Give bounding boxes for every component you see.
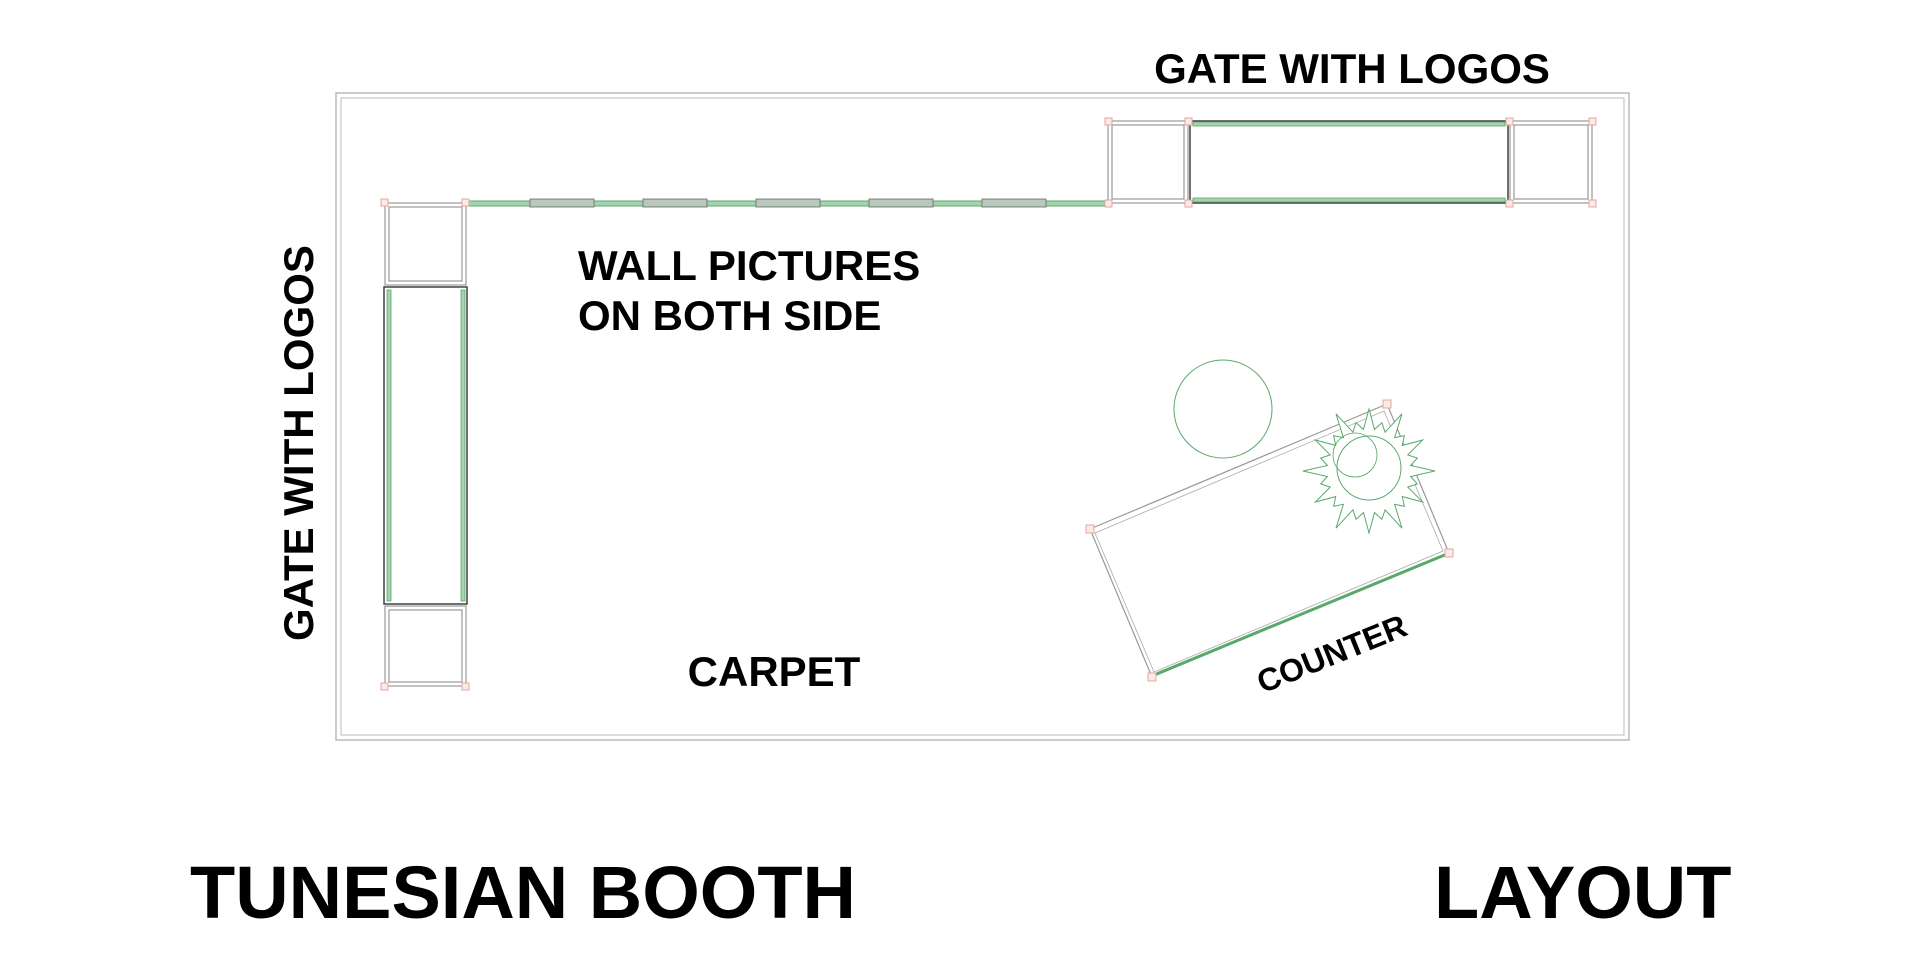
page-title: TUNESIAN BOOTH bbox=[190, 851, 856, 934]
left-gate bbox=[380, 198, 470, 691]
wall-picture-frame bbox=[981, 198, 1047, 208]
wall-pictures-label-line1: WALL PICTURES bbox=[578, 242, 920, 289]
plant-icon bbox=[1302, 407, 1436, 535]
wall-pictures bbox=[529, 198, 1047, 208]
wall-picture-frame bbox=[755, 198, 821, 208]
wall-pictures-label-line2: ON BOTH SIDE bbox=[578, 292, 881, 339]
gate-top-label: GATE WITH LOGOS bbox=[1154, 45, 1550, 92]
page-subtitle: LAYOUT bbox=[1434, 851, 1731, 934]
wall-picture-frame bbox=[529, 198, 595, 208]
wall-picture-frame bbox=[642, 198, 708, 208]
counter bbox=[1085, 399, 1454, 682]
gate-left-label: GATE WITH LOGOS bbox=[275, 245, 322, 641]
wall-picture-frame bbox=[868, 198, 934, 208]
carpet-boundary bbox=[335, 92, 1630, 741]
top-wall bbox=[466, 198, 1109, 208]
carpet-label: CARPET bbox=[688, 648, 861, 695]
top-gate bbox=[1104, 117, 1597, 208]
round-table bbox=[1173, 359, 1273, 459]
